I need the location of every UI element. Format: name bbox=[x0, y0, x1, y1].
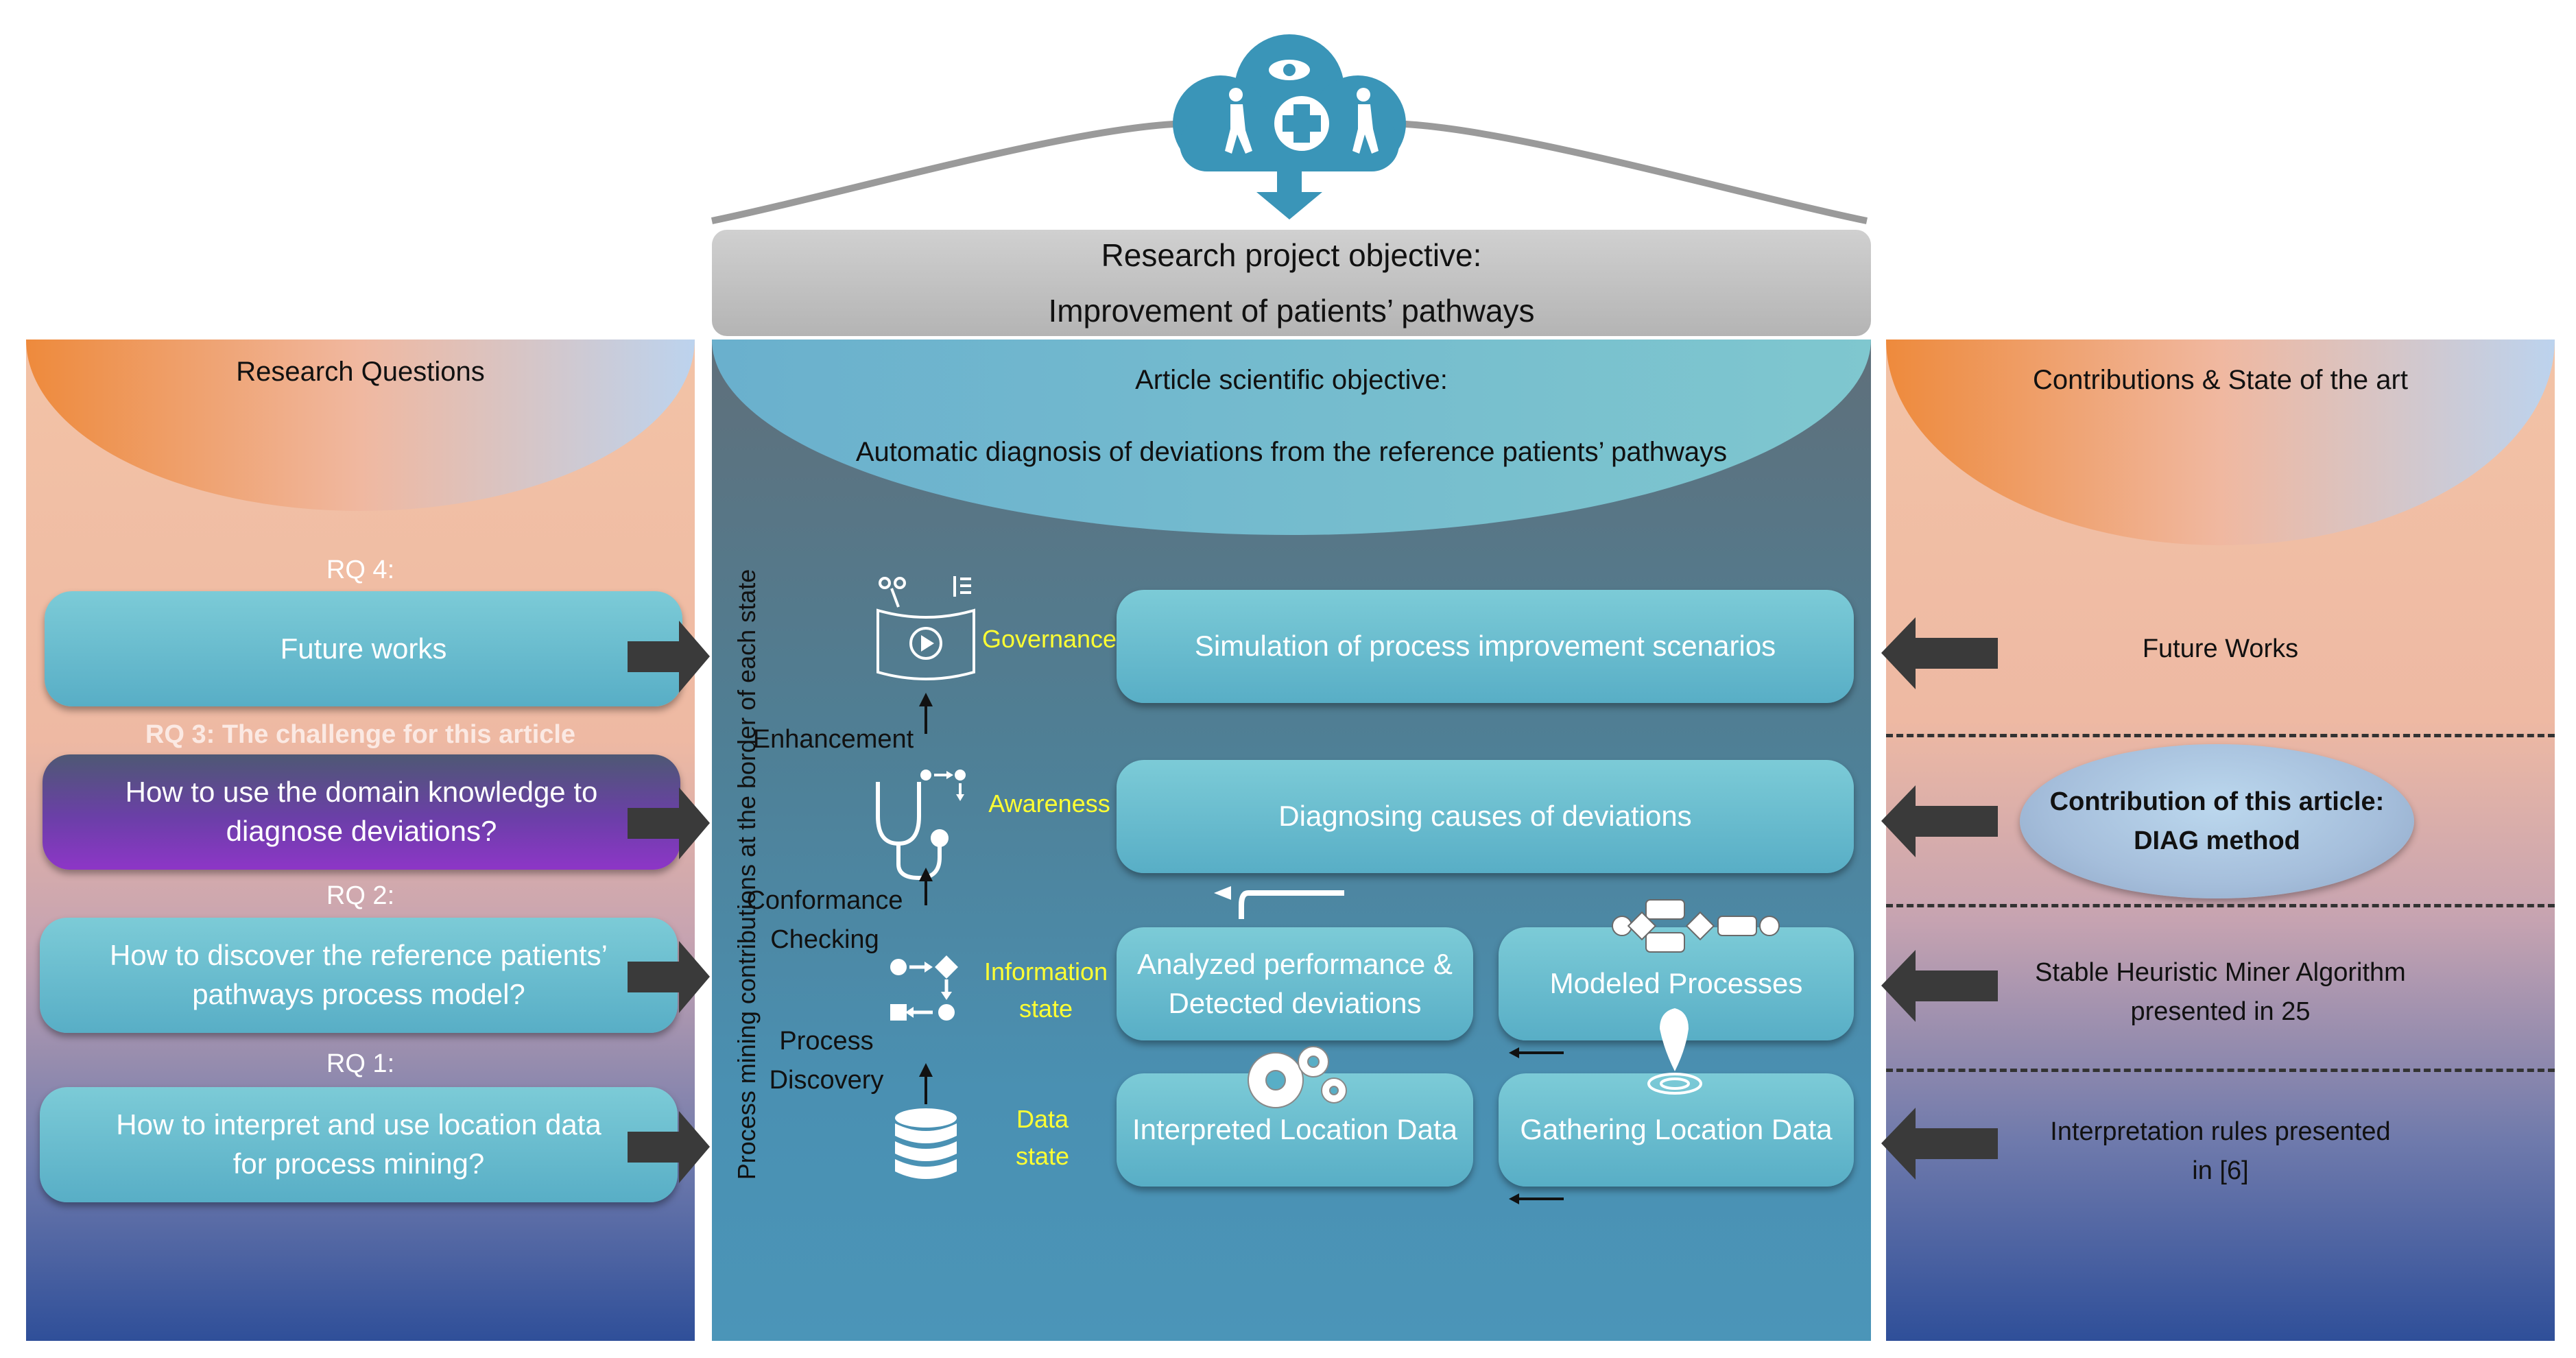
data-state-line-1: Data bbox=[1016, 1105, 1069, 1133]
article-objective-header-line-2: Automatic diagnosis of deviations from t… bbox=[855, 437, 1728, 467]
left-arrows bbox=[628, 621, 710, 1183]
rq4-box: Future works bbox=[45, 591, 682, 706]
diagnosing-text: Diagnosing causes of deviations bbox=[1278, 800, 1692, 833]
process-discovery-line-2: Discovery bbox=[769, 1066, 884, 1095]
rq3-line-2: diagnose deviations? bbox=[226, 815, 497, 847]
stable-arrow-icon bbox=[1881, 950, 1998, 1022]
patient-pathway-cloud-icon bbox=[711, 34, 1868, 224]
feedback-arrow-icon bbox=[1239, 890, 1344, 919]
analyzed-box: Analyzed performance & Detected deviatio… bbox=[1117, 927, 1473, 1040]
contributions-header: Contributions & State of the art bbox=[2033, 365, 2408, 395]
gears-icon bbox=[1248, 1046, 1347, 1108]
rq1-line-2: for process mining? bbox=[232, 1147, 485, 1180]
gathering-text: Gathering Location Data bbox=[1520, 1113, 1833, 1146]
rq2-box: How to discover the reference patients’ … bbox=[40, 918, 678, 1033]
conformance-label: Conformance Checking bbox=[734, 881, 916, 960]
vertical-contribution-label: Process mining contributions at the bord… bbox=[732, 569, 761, 1180]
rq1-line-1: How to interpret and use location data bbox=[116, 1108, 601, 1141]
interpretation-line-2: in [6] bbox=[2192, 1156, 2249, 1185]
location-pin-icon bbox=[1647, 1008, 1702, 1095]
rq2-arrow-icon bbox=[628, 941, 710, 1013]
separator-3 bbox=[1886, 1069, 2555, 1072]
modeled-process-icon bbox=[1612, 899, 1780, 953]
diagnosing-box: Diagnosing causes of deviations bbox=[1117, 760, 1854, 873]
modeled-text: Modeled Processes bbox=[1549, 967, 1803, 1000]
rq3-box: How to use the domain knowledge to diagn… bbox=[43, 754, 680, 870]
rq1-box: How to interpret and use location data f… bbox=[40, 1087, 678, 1202]
conformance-line-2: Checking bbox=[770, 925, 879, 954]
research-objective-box: Research project objective: Improvement … bbox=[712, 230, 1871, 336]
process-discovery-line-1: Process bbox=[779, 1027, 874, 1056]
database-icon bbox=[895, 1108, 957, 1179]
rq2-line-1: How to discover the reference patients’ bbox=[109, 939, 608, 972]
state-icons bbox=[876, 576, 975, 1179]
interpretation-line-1: Interpretation rules presented bbox=[2050, 1117, 2391, 1146]
contribution-arrow-icon bbox=[1881, 785, 1998, 857]
process-model-icon bbox=[890, 955, 958, 1021]
analyzed-line-1: Analyzed performance & bbox=[1137, 947, 1453, 980]
rq3-label: RQ 3: The challenge for this article bbox=[145, 720, 576, 749]
separator-1 bbox=[1886, 734, 2555, 737]
simulation-box: Simulation of process improvement scenar… bbox=[1117, 590, 1854, 703]
stable-heuristic-text: Stable Heuristic Miner Algorithm present… bbox=[1886, 953, 2555, 1032]
research-questions-header: Research Questions bbox=[236, 357, 485, 387]
rq2-label: RQ 2: bbox=[326, 881, 395, 910]
rq3-arrow-icon bbox=[628, 787, 710, 859]
interpreted-text: Interpreted Location Data bbox=[1132, 1113, 1457, 1146]
rq4-text: Future works bbox=[280, 632, 447, 665]
arrow-to-analyzed-icon bbox=[1509, 1047, 1519, 1058]
objective-line-1: Research project objective: bbox=[1101, 237, 1482, 273]
process-discovery-label: Process Discovery bbox=[741, 1022, 912, 1100]
contribution-ellipse: Contribution of this article: DIAG metho… bbox=[2020, 744, 2414, 898]
right-arrows bbox=[1881, 617, 1998, 1180]
contribution-line-1: Contribution of this article: bbox=[2049, 787, 2385, 816]
future-works-arrow-icon bbox=[1881, 617, 1998, 689]
information-state-line-2: state bbox=[1018, 994, 1073, 1023]
stethoscope-icon bbox=[876, 782, 949, 881]
center-connectors bbox=[1214, 886, 1780, 1204]
governance-icon bbox=[876, 576, 975, 680]
rq3-line-1: How to use the domain knowledge to bbox=[125, 776, 598, 809]
awareness-label: Awareness bbox=[988, 789, 1110, 818]
interpretation-arrow-icon bbox=[1881, 1108, 1998, 1180]
rq1-label: RQ 1: bbox=[326, 1049, 395, 1078]
contribution-line-2: DIAG method bbox=[2134, 826, 2300, 855]
stable-line-1: Stable Heuristic Miner Algorithm bbox=[2035, 958, 2406, 987]
simulation-text: Simulation of process improvement scenar… bbox=[1194, 630, 1776, 663]
article-objective-header-line-1: Article scientific objective: bbox=[1135, 365, 1448, 395]
analyzed-line-2: Detected deviations bbox=[1168, 986, 1422, 1019]
data-state-line-2: state bbox=[1015, 1142, 1070, 1170]
information-state-label: Information state bbox=[964, 953, 1128, 1027]
governance-label: Governance bbox=[981, 625, 1117, 653]
interpretation-rules-text: Interpretation rules presented in [6] bbox=[1886, 1112, 2555, 1191]
rq1-arrow-icon bbox=[628, 1111, 710, 1183]
enhancement-label: Enhancement bbox=[752, 725, 914, 754]
information-state-line-1: Information bbox=[983, 957, 1108, 986]
rq4-arrow-icon bbox=[628, 621, 710, 693]
rq4-label: RQ 4: bbox=[326, 556, 395, 584]
process-flow-icon-small bbox=[920, 770, 966, 801]
future-works-text: Future Works bbox=[2142, 634, 2299, 663]
data-state-label: Data state bbox=[964, 1101, 1121, 1175]
stable-line-2: presented in 25 bbox=[2130, 997, 2311, 1026]
objective-line-2: Improvement of patients’ pathways bbox=[1048, 292, 1535, 329]
conformance-line-1: Conformance bbox=[746, 886, 903, 915]
arrow-to-interpreted-icon bbox=[1509, 1193, 1519, 1204]
rq2-line-2: pathways process model? bbox=[192, 978, 525, 1010]
separator-2 bbox=[1886, 904, 2555, 907]
